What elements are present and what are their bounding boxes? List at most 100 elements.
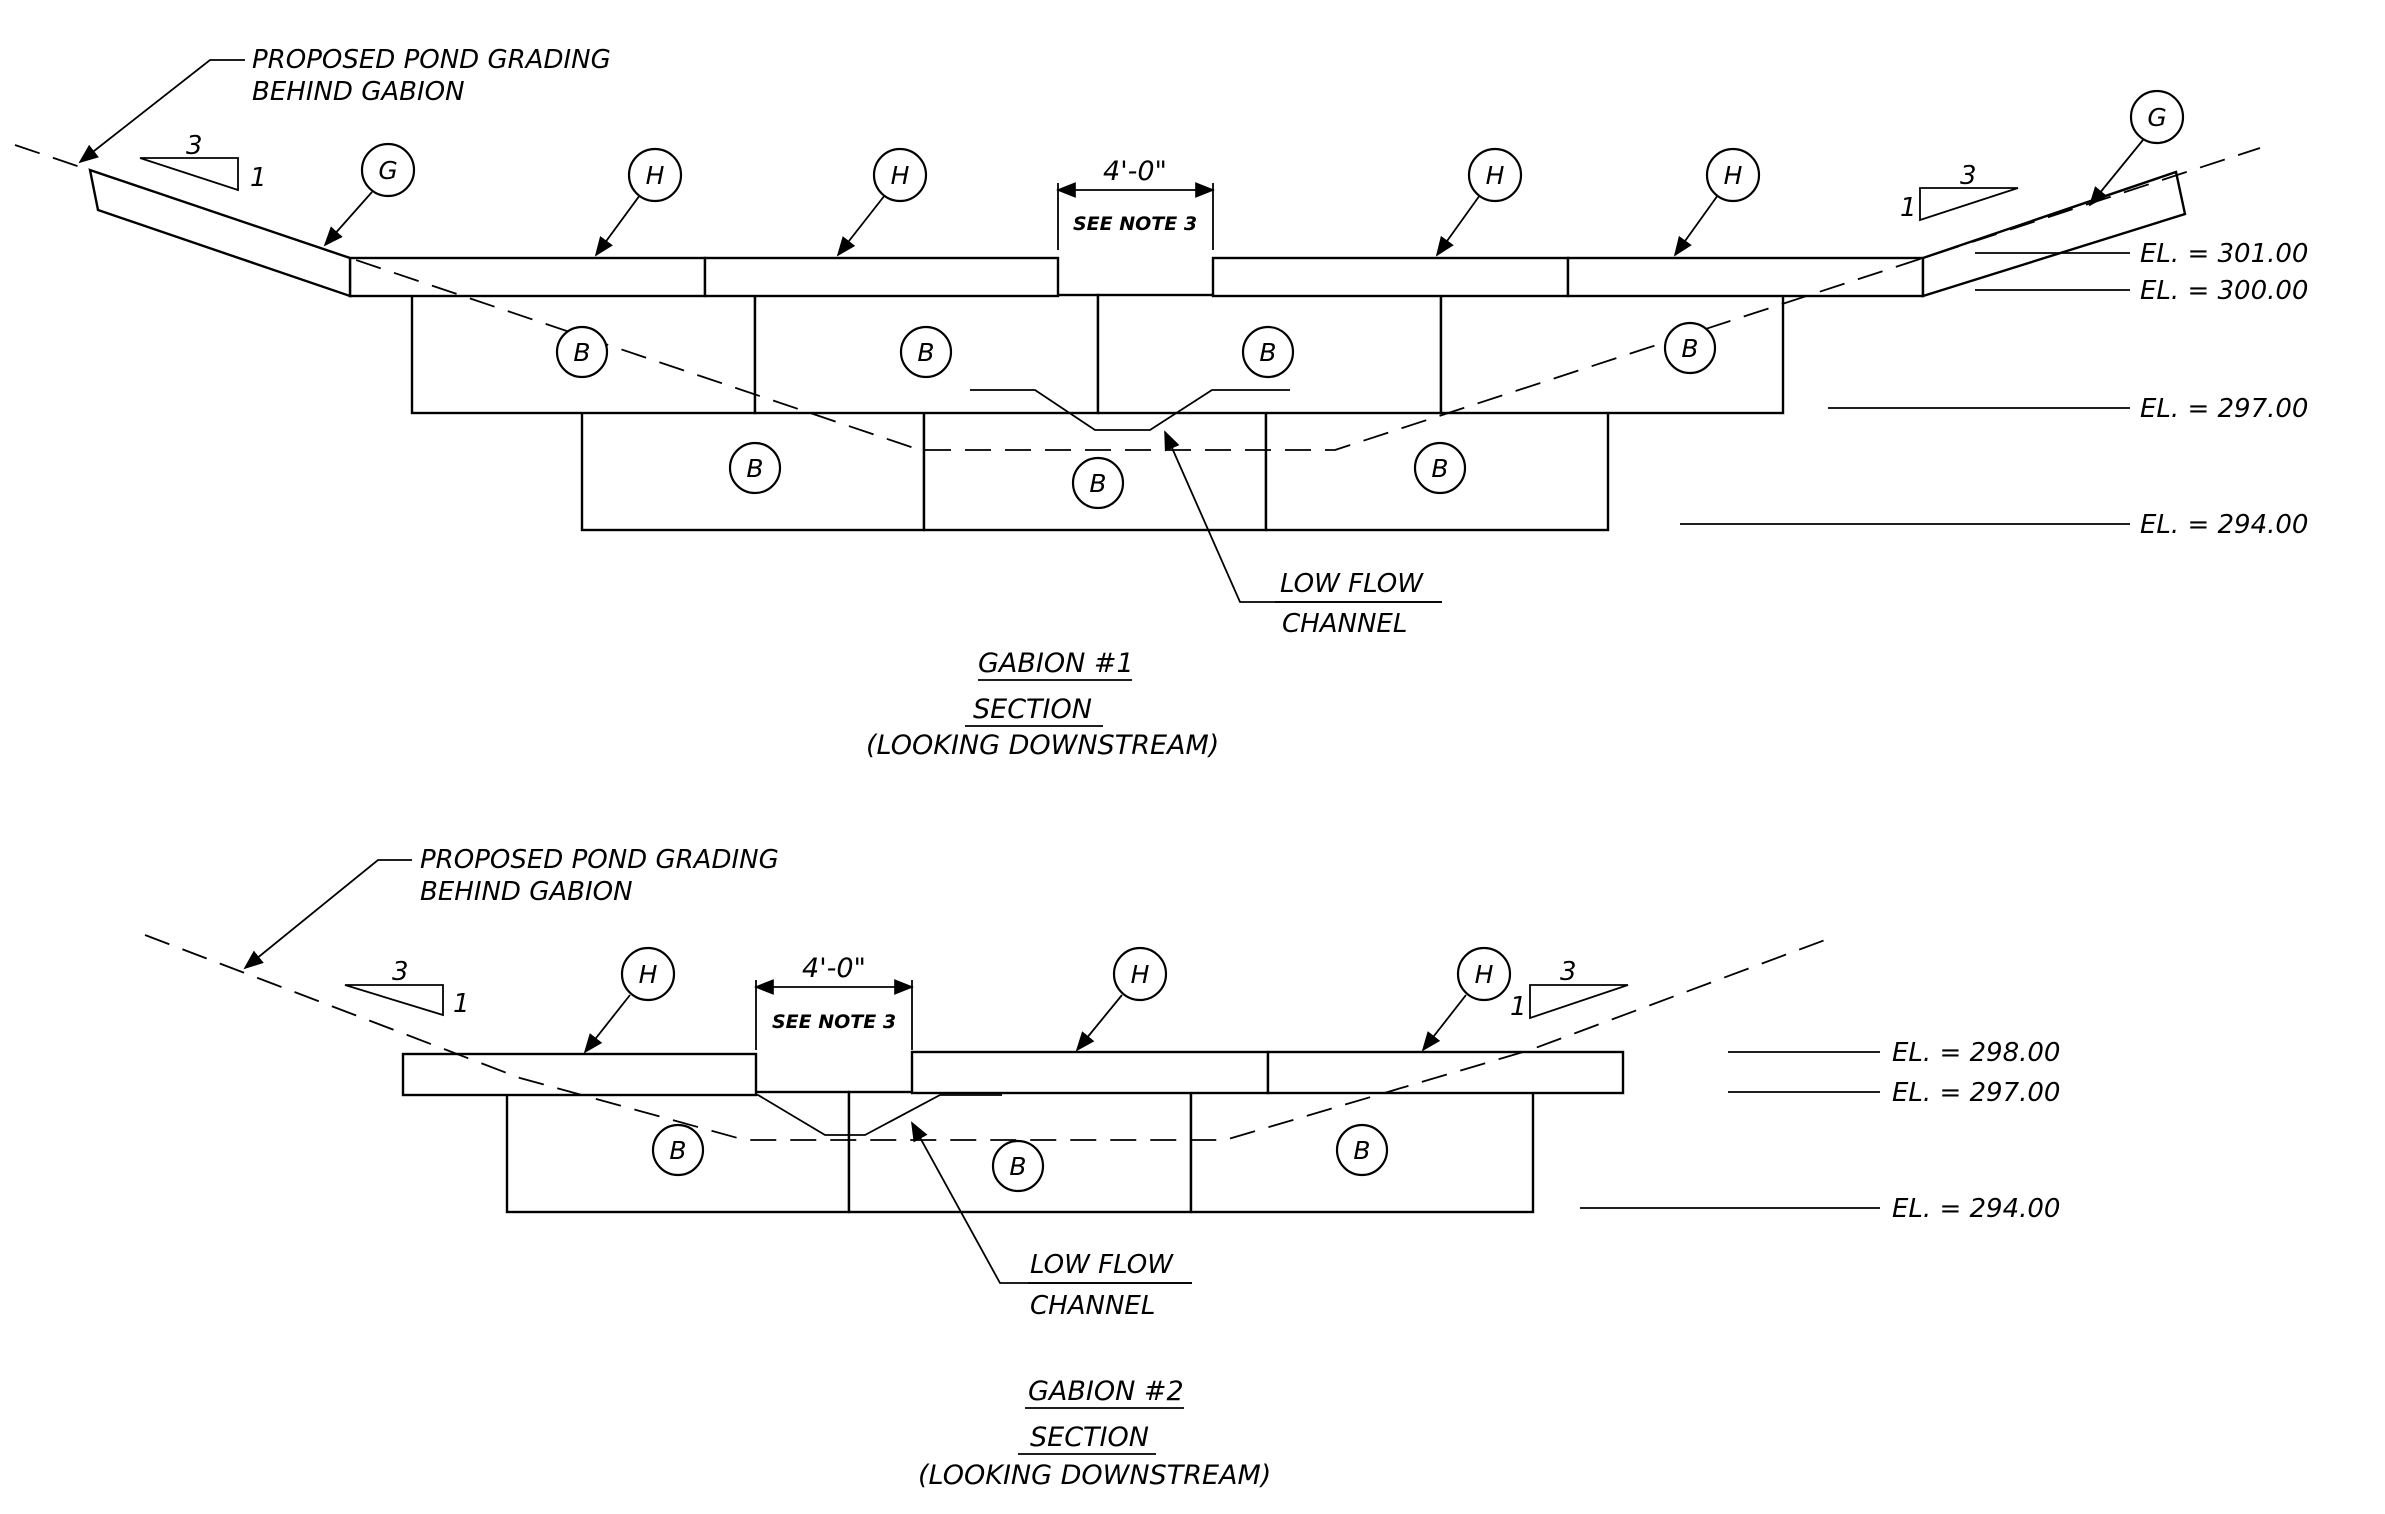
tag-g-label: G xyxy=(2147,103,2166,132)
tag-h-label: H xyxy=(639,960,658,989)
tag-h-callout xyxy=(620,946,676,1002)
low-flow-channel-profile xyxy=(700,1094,1002,1136)
grading-note-line-2: BEHIND GABION xyxy=(420,877,633,907)
section-view-note: (LOOKING DOWNSTREAM) xyxy=(866,730,1219,761)
tag-b-callout xyxy=(1413,441,1467,495)
tag-b-callout xyxy=(1663,321,1717,375)
tag-b-label: B xyxy=(917,338,934,367)
dimension-value: 4'-0" xyxy=(802,953,866,984)
tag-h-callout xyxy=(1456,946,1512,1002)
grading-note-line-2: BEHIND GABION xyxy=(252,77,465,107)
gabion-mattress xyxy=(1211,256,1570,298)
tag-b-callout xyxy=(1241,325,1295,379)
low-flow-label-line-2: CHANNEL xyxy=(1030,1291,1155,1321)
slope-rise-left: 1 xyxy=(250,163,267,193)
gabion-mattress xyxy=(401,1052,758,1097)
low-flow-channel-profile xyxy=(970,389,1290,431)
slope-triangle-left xyxy=(139,157,239,192)
tag-b-callout xyxy=(1071,456,1125,510)
tag-h-callout xyxy=(1467,147,1523,203)
slope-run-left: 3 xyxy=(186,131,203,161)
tag-h-callout xyxy=(872,147,928,203)
slope-run-right: 3 xyxy=(1960,161,1977,191)
dimension-note: SEE NOTE 3 xyxy=(772,1011,896,1033)
tag-leader xyxy=(1673,194,1719,257)
tag-b-callout xyxy=(991,1139,1045,1193)
gabion-wing-left xyxy=(88,168,352,298)
slope-triangle-right xyxy=(1919,187,2019,222)
slope-triangle-right xyxy=(1529,984,1629,1020)
slope-rise-right: 1 xyxy=(1900,193,1917,223)
tag-leader xyxy=(323,191,373,247)
tag-b-callout xyxy=(555,325,609,379)
elevation-label: EL. = 300.00 xyxy=(2140,276,2308,306)
tag-b-label: B xyxy=(1009,1152,1026,1181)
elevation-label: EL. = 294.00 xyxy=(1892,1194,2060,1224)
tag-h-callout xyxy=(1705,147,1761,203)
low-flow-label-line-1: LOW FLOW xyxy=(1030,1250,1174,1280)
tag-h-label: H xyxy=(1475,960,1494,989)
tag-h-label: H xyxy=(1724,161,1743,190)
low-flow-label-line-2: CHANNEL xyxy=(1282,609,1407,639)
tag-h-callout xyxy=(627,147,683,203)
tag-b-label: B xyxy=(573,338,590,367)
tag-b-label: B xyxy=(1353,1136,1370,1165)
tag-leader xyxy=(2088,139,2144,207)
tag-b-label: B xyxy=(1089,469,1106,498)
tag-b-label: B xyxy=(669,1136,686,1165)
tag-h-label: H xyxy=(1131,960,1150,989)
gabion-mattress xyxy=(910,1050,1270,1095)
tag-h-label: H xyxy=(891,161,910,190)
low-flow-label-line-1: LOW FLOW xyxy=(1280,569,1424,599)
gabion-mattress xyxy=(1566,256,1925,298)
gabion-2-section: PROPOSED POND GRADING BEHIND GABION LOW … xyxy=(144,845,2060,1491)
elevation-label: EL. = 297.00 xyxy=(1892,1078,2060,1108)
tag-h-label: H xyxy=(1486,161,1505,190)
slope-rise-left: 1 xyxy=(453,989,470,1019)
section-view-note: (LOOKING DOWNSTREAM) xyxy=(918,1460,1271,1491)
gabion-mattress xyxy=(1266,1050,1625,1095)
tag-b-callout xyxy=(651,1123,705,1177)
elevation-label: EL. = 297.00 xyxy=(2140,394,2308,424)
existing-grade-line xyxy=(14,144,2261,451)
tag-b-label: B xyxy=(746,454,763,483)
tag-b-label: B xyxy=(1431,454,1448,483)
tag-h-label: H xyxy=(646,161,665,190)
tag-leader xyxy=(1435,194,1481,257)
tag-leader xyxy=(1421,994,1467,1052)
grading-note-leader xyxy=(243,859,412,970)
slope-run-right: 3 xyxy=(1560,957,1577,987)
tag-leader xyxy=(836,194,886,257)
tag-leader xyxy=(583,994,631,1054)
slope-rise-right: 1 xyxy=(1510,992,1527,1022)
dimension-value: 4'-0" xyxy=(1103,156,1167,187)
gabion-1-section: PROPOSED POND GRADING BEHIND GABION LOW … xyxy=(14,45,2308,761)
grading-note-line-1: PROPOSED POND GRADING xyxy=(420,845,779,875)
gabion-mattress xyxy=(703,256,1060,298)
tag-g-label: G xyxy=(378,156,397,185)
elevation-label: EL. = 294.00 xyxy=(2140,510,2308,540)
section-subtitle: SECTION xyxy=(1030,1422,1149,1453)
tag-b-callout xyxy=(728,441,782,495)
tag-b-label: B xyxy=(1681,334,1698,363)
elevation-label: EL. = 298.00 xyxy=(1892,1038,2060,1068)
tag-g-callout xyxy=(360,142,416,198)
tag-b-callout xyxy=(899,325,953,379)
tag-b-callout xyxy=(1335,1123,1389,1177)
grading-note-leader xyxy=(78,59,245,164)
slope-triangle-left xyxy=(344,984,444,1017)
section-title: GABION #2 xyxy=(1028,1376,1184,1407)
section-title: GABION #1 xyxy=(978,648,1134,679)
gabion-mattress xyxy=(348,256,707,298)
tag-b-label: B xyxy=(1259,338,1276,367)
dimension-note: SEE NOTE 3 xyxy=(1073,213,1197,235)
tag-leader xyxy=(594,194,641,257)
tag-h-callout xyxy=(1112,946,1168,1002)
tag-g-callout xyxy=(2129,89,2185,145)
existing-grade-line xyxy=(144,934,1826,1141)
tag-leader xyxy=(1075,994,1123,1052)
slope-run-left: 3 xyxy=(392,957,409,987)
elevation-label: EL. = 301.00 xyxy=(2140,239,2308,269)
